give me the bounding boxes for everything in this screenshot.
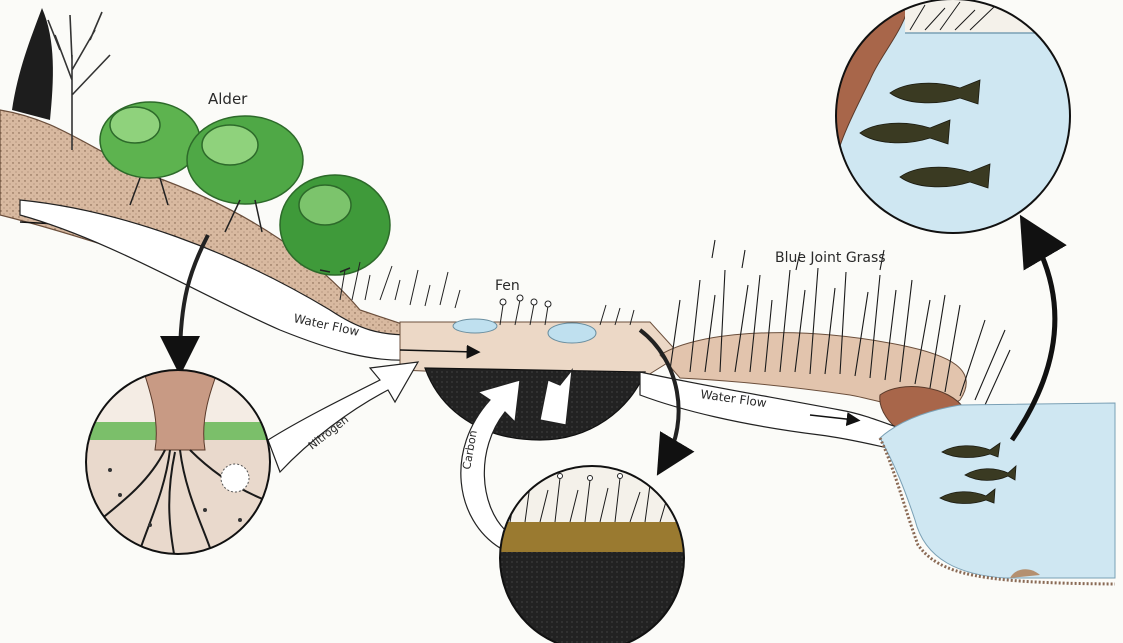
conifer-tree	[12, 8, 53, 120]
label-fen: Fen	[495, 278, 520, 294]
soil-inset	[498, 465, 688, 643]
label-blue-joint-grass: Blue Joint Grass	[775, 250, 886, 266]
root-inset	[80, 360, 280, 565]
label-alder: Alder	[208, 90, 248, 108]
fish-inset	[836, 0, 1076, 240]
pond	[880, 403, 1115, 584]
